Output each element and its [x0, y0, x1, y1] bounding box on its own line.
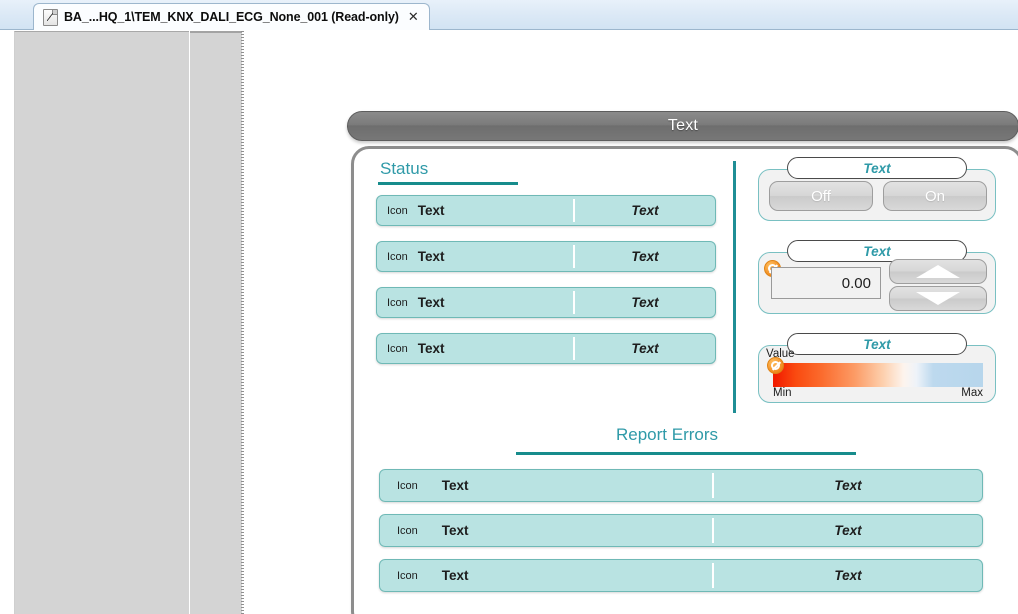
status-section-rule — [378, 182, 518, 185]
slider-min-label: Min — [773, 387, 792, 399]
triangle-up-icon — [916, 265, 960, 278]
row-value-label: Text — [575, 288, 715, 317]
status-section-title: Status — [380, 159, 428, 179]
no-entry-icon — [767, 357, 784, 374]
slider-group-badge: Text — [787, 333, 967, 355]
row-text-label: Text — [418, 203, 445, 218]
row-icon-label: Icon — [397, 480, 418, 492]
error-row[interactable]: Icon Text Text — [379, 514, 983, 547]
form-panel: Status Icon Text Text Icon Text Text Ico… — [351, 146, 1018, 614]
onoff-group-badge: Text — [787, 157, 967, 179]
slider-control-group: Text Value Min Max — [758, 345, 996, 403]
form-header-bar: Text — [347, 111, 1018, 141]
status-row[interactable]: Icon Text Text — [376, 241, 716, 272]
slider-gradient-bar[interactable] — [773, 363, 983, 387]
stepper-up-button[interactable] — [889, 259, 987, 284]
onoff-control-group: Text Off On — [758, 169, 996, 221]
section-vertical-divider — [733, 161, 736, 413]
numeric-value-field[interactable]: 0.00 — [771, 267, 881, 299]
editor-tab[interactable]: BA_...HQ_1\TEM_KNX_DALI_ECG_None_001 (Re… — [33, 3, 430, 30]
row-text-label: Text — [442, 523, 469, 538]
row-value-label: Text — [714, 515, 982, 546]
stepper-down-button[interactable] — [889, 286, 987, 311]
document-icon — [43, 9, 58, 26]
row-text-label: Text — [418, 341, 445, 356]
row-icon-label: Icon — [397, 525, 418, 537]
status-row[interactable]: Icon Text Text — [376, 195, 716, 226]
row-value-label: Text — [575, 196, 715, 225]
sidebar-panel-secondary[interactable] — [190, 31, 242, 614]
on-button[interactable]: On — [883, 181, 987, 211]
row-text-label: Text — [442, 478, 469, 493]
row-text-label: Text — [442, 568, 469, 583]
row-value-label: Text — [575, 334, 715, 363]
row-icon-label: Icon — [387, 343, 408, 355]
close-icon[interactable]: ✕ — [408, 11, 419, 24]
row-text-label: Text — [418, 249, 445, 264]
form-title: Text — [668, 117, 698, 135]
row-text-label: Text — [418, 295, 445, 310]
tab-bar: BA_...HQ_1\TEM_KNX_DALI_ECG_None_001 (Re… — [0, 0, 1018, 30]
error-row[interactable]: Icon Text Text — [379, 469, 983, 502]
slider-max-label: Max — [961, 387, 983, 399]
tab-title: BA_...HQ_1\TEM_KNX_DALI_ECG_None_001 (Re… — [64, 10, 399, 24]
row-value-label: Text — [714, 560, 982, 591]
row-value-label: Text — [575, 242, 715, 271]
row-icon-label: Icon — [387, 205, 408, 217]
report-errors-section-rule — [516, 452, 856, 455]
panel-splitter[interactable] — [241, 31, 244, 614]
report-errors-section-title: Report Errors — [354, 425, 980, 445]
triangle-down-icon — [916, 292, 960, 305]
status-row[interactable]: Icon Text Text — [376, 333, 716, 364]
off-button[interactable]: Off — [769, 181, 873, 211]
error-row[interactable]: Icon Text Text — [379, 559, 983, 592]
spinner-control-group: Text 0.00 — [758, 252, 996, 314]
sidebar-panel-primary[interactable] — [14, 31, 189, 614]
status-row[interactable]: Icon Text Text — [376, 287, 716, 318]
workspace: Text Status Icon Text Text Icon Text Tex… — [0, 30, 1018, 614]
row-icon-label: Icon — [387, 297, 408, 309]
row-icon-label: Icon — [387, 251, 408, 263]
row-icon-label: Icon — [397, 570, 418, 582]
row-value-label: Text — [714, 470, 982, 501]
